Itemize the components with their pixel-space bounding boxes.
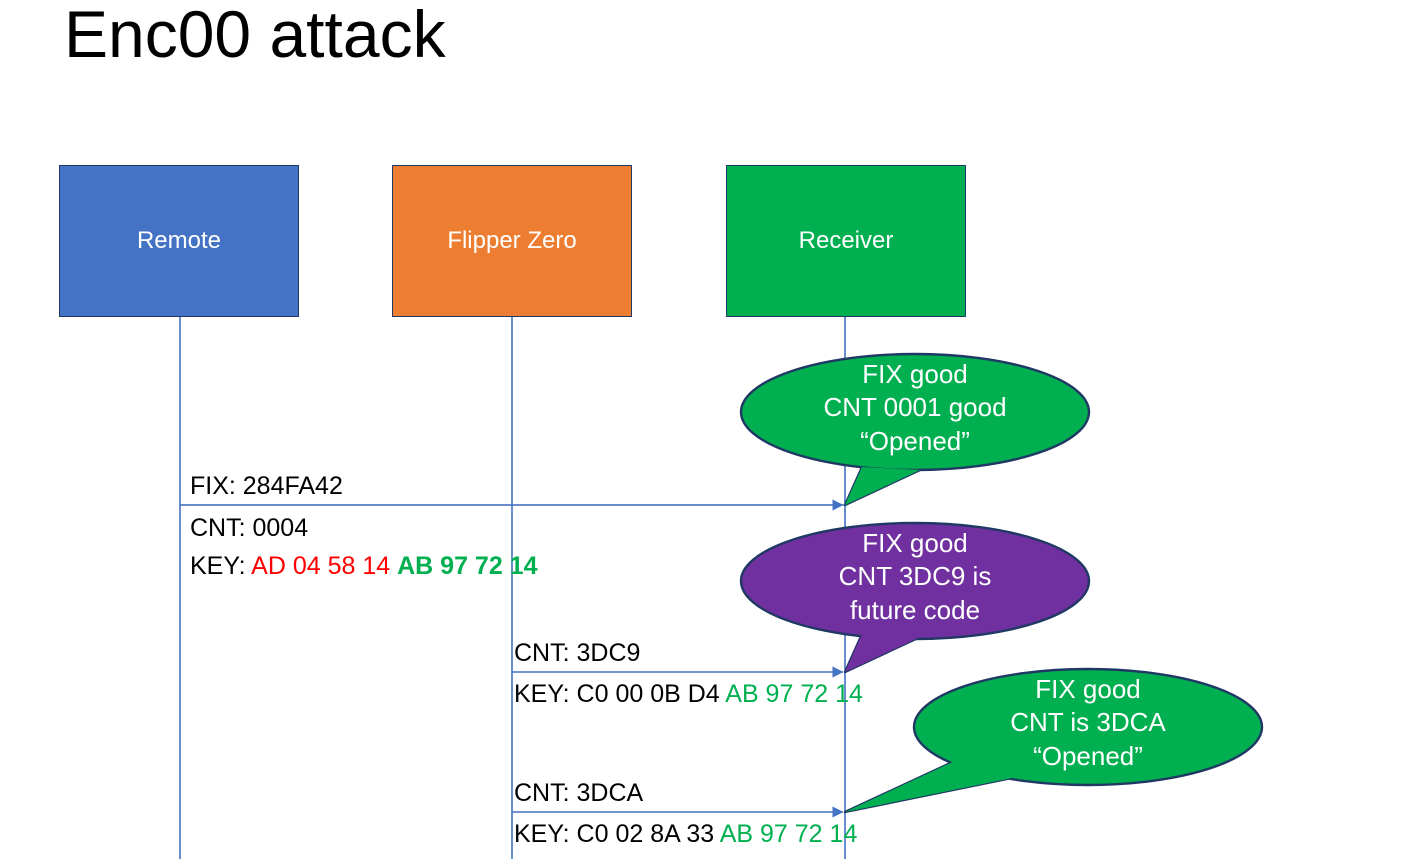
message-1-key-green: AB 97 72 14 <box>397 552 538 580</box>
message-2-cnt-label: CNT: 3DC9 <box>514 639 641 667</box>
message-3-cnt-label: CNT: 3DCA <box>514 779 644 807</box>
page-title: Enc00 attack <box>64 0 446 71</box>
message-3-key-label: KEY: C0 02 8A 33 <box>514 820 715 848</box>
message-1-key: KEY: AD 04 58 14 AB 97 72 14 <box>190 554 538 579</box>
actor-label-flipper: Flipper Zero <box>447 227 577 254</box>
callout-2-shape <box>739 521 1091 674</box>
message-3-key-green: AB 97 72 14 <box>719 820 858 848</box>
actor-box-flipper[interactable]: Flipper Zero <box>392 165 632 317</box>
message-3-key: KEY: C0 02 8A 33 AB 97 72 14 <box>514 822 857 847</box>
message-1-cnt: CNT: 0004 <box>190 516 308 541</box>
actor-box-receiver[interactable]: Receiver <box>726 165 966 317</box>
callout-3-shape <box>843 667 1264 814</box>
message-2-cnt: CNT: 3DC9 <box>514 641 640 666</box>
callout-1-shape <box>739 352 1091 507</box>
message-1-key-label: KEY: <box>190 552 246 580</box>
message-2-key: KEY: C0 00 0B D4 AB 97 72 14 <box>514 682 863 707</box>
actor-box-remote[interactable]: Remote <box>59 165 299 317</box>
actor-label-receiver: Receiver <box>798 227 894 254</box>
message-2-key-green: AB 97 72 14 <box>725 680 863 708</box>
message-1-fix-label: FIX: 284FA42 <box>190 472 343 500</box>
message-1-cnt-label: CNT: 0004 <box>190 514 309 542</box>
message-3-cnt: CNT: 3DCA <box>514 781 643 806</box>
actor-label-remote: Remote <box>136 227 222 254</box>
message-1-fix: FIX: 284FA42 <box>190 474 343 499</box>
message-2-key-label: KEY: C0 00 0B D4 <box>514 680 720 708</box>
message-1-key-red: AD 04 58 14 <box>251 552 391 580</box>
